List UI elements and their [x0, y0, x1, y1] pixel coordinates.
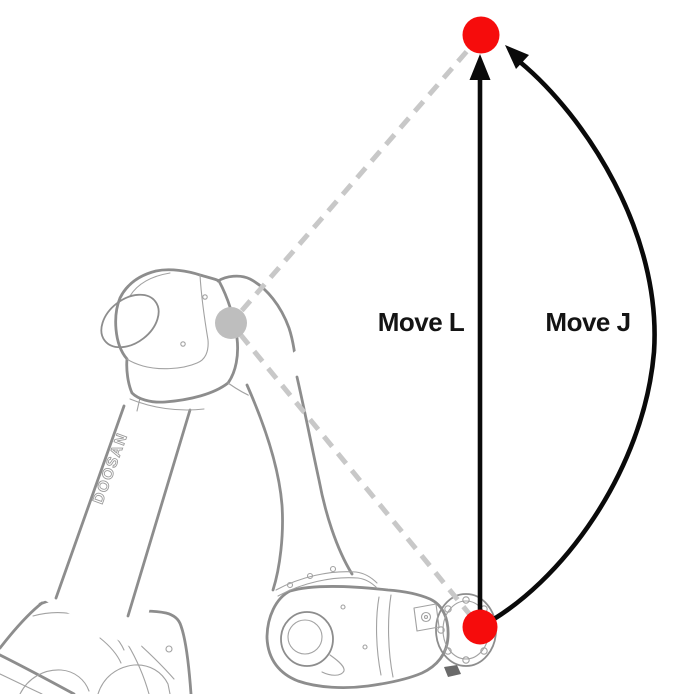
move-j-label: Move J [545, 307, 630, 337]
robot-upper-arm: DOOSAN [44, 396, 196, 652]
move-j-arrowhead [505, 45, 529, 69]
move-l-label: Move L [378, 307, 465, 337]
robot-forearm [245, 350, 354, 592]
robot-arm-illustration: DOOSAN [0, 268, 497, 694]
move-l-arrowhead [469, 54, 491, 80]
goal-point-dot [462, 16, 500, 54]
move-l-arrow [469, 54, 491, 627]
start-point-dot [462, 609, 498, 645]
flange-index-mark [444, 665, 461, 677]
via-point-dot [215, 307, 247, 339]
move-j-arc [478, 45, 657, 630]
